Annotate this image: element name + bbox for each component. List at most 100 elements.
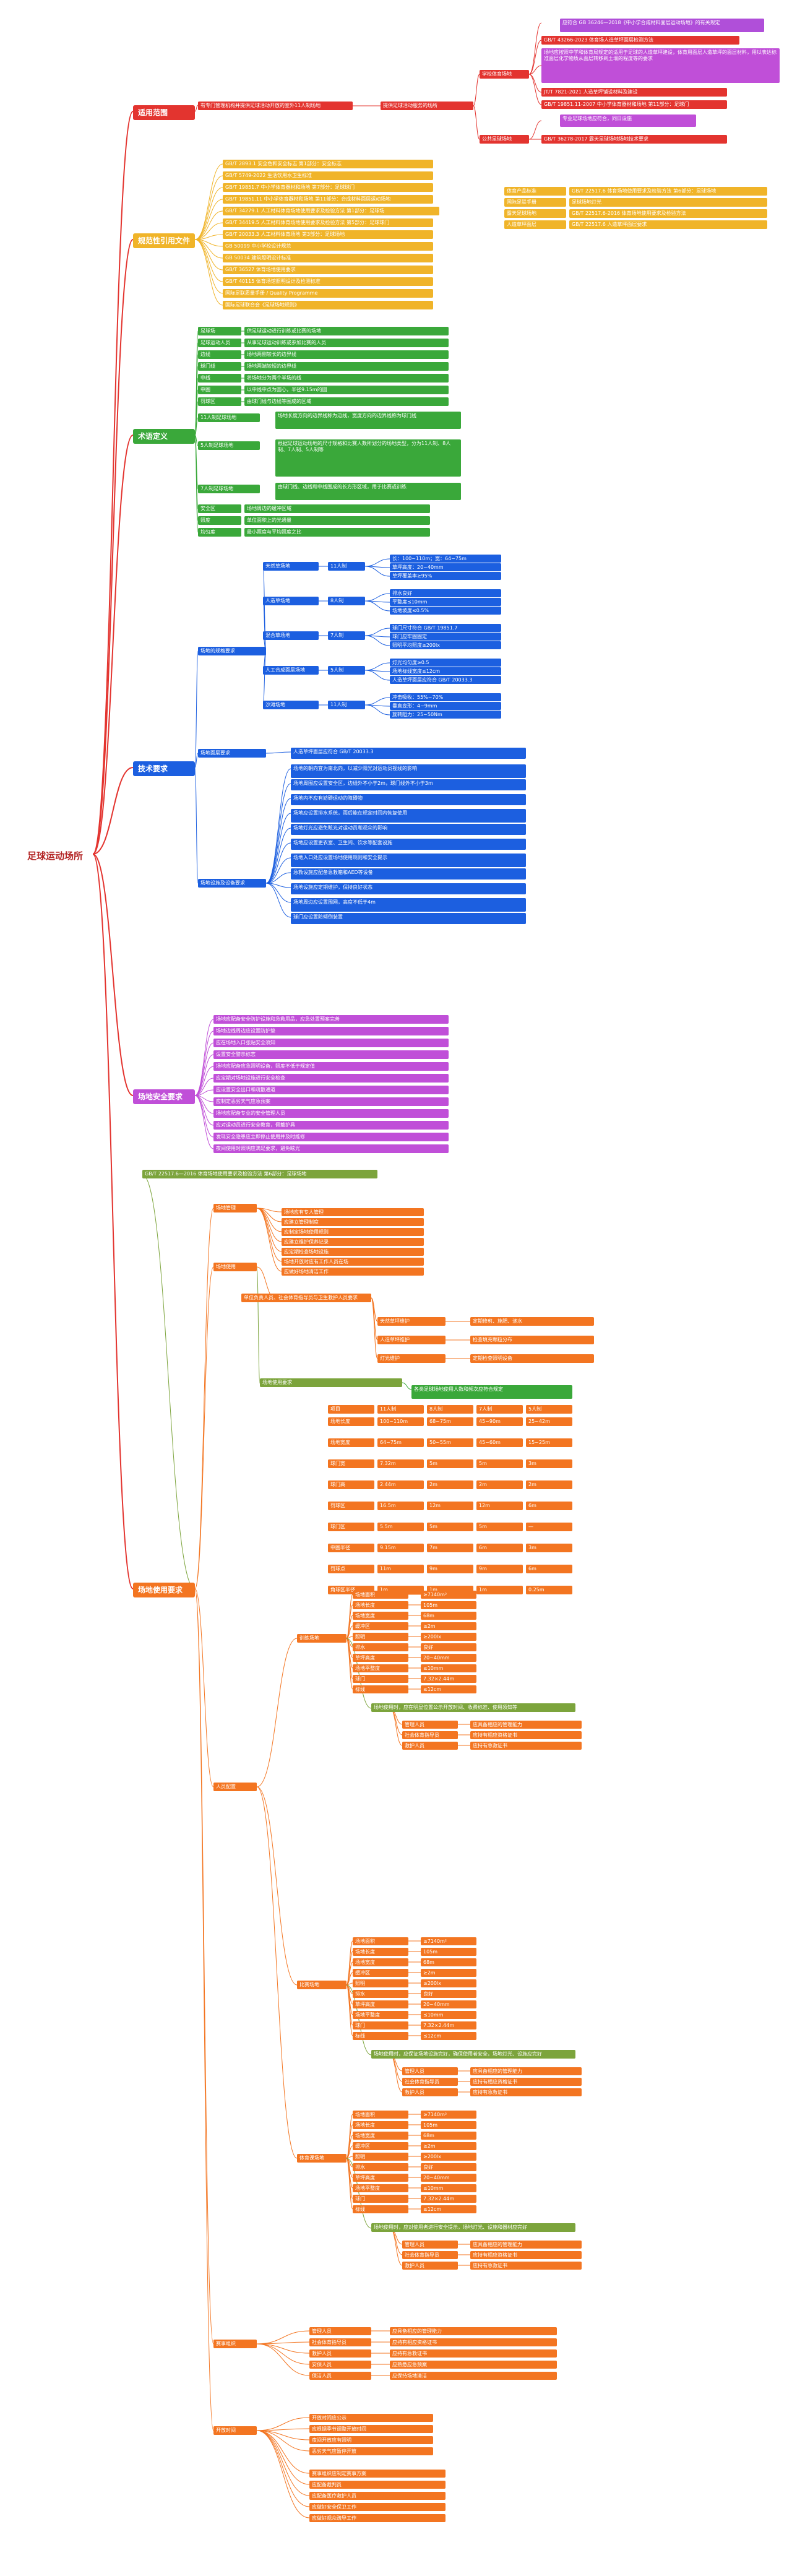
usage-table-cell[interactable]: 中圈半径: [328, 1544, 374, 1552]
usage-mgmt[interactable]: 场地开放时应有工作人员在场: [282, 1258, 424, 1266]
usage-staff[interactable]: 救护人员: [402, 2262, 458, 2270]
reference-side-item[interactable]: 国际足联手册: [504, 198, 566, 207]
scope-item[interactable]: 学校体育场地: [480, 70, 529, 79]
usage-table-head[interactable]: 项目: [328, 1405, 374, 1414]
tech-note[interactable]: 场地内不应有妨碍运动的障碍物: [291, 794, 526, 805]
scope-item[interactable]: 提供足球活动服务的场所: [381, 102, 473, 110]
usage-section[interactable]: 开放时间: [213, 2426, 257, 2435]
term-name[interactable]: 均匀度: [198, 528, 241, 537]
scope-item[interactable]: GB/T 19851.11-2007 中小学体育器材和场地 第11部分：足球门: [541, 100, 727, 109]
usage-facility-value[interactable]: ≥7140m²: [421, 1591, 476, 1599]
usage-green-note[interactable]: 场地使用时，应在明显位置公示开放时间、收费标准、使用须知等: [371, 1703, 575, 1712]
usage-table-cell[interactable]: 场地长度: [328, 1417, 374, 1426]
usage-table-head[interactable]: 7人制: [476, 1405, 523, 1414]
usage-facility-value[interactable]: ≥7140m²: [421, 2111, 476, 2119]
usage-table-cell[interactable]: 1m: [476, 1586, 523, 1594]
usage-table-cell[interactable]: 球门区: [328, 1523, 374, 1531]
tech-item[interactable]: 排水良好: [390, 589, 501, 597]
usage-facility-item[interactable]: 缓冲区: [353, 2142, 408, 2150]
reference-item[interactable]: GB/T 20033.3 人工材料体育场地 第3部分：足球场地: [223, 230, 433, 239]
term-name[interactable]: 足球运动人员: [198, 339, 241, 347]
usage-facility-item[interactable]: 草坪高度: [353, 1654, 408, 1662]
reference-item[interactable]: GB/T 5749-2022 生活饮用水卫生标准: [223, 171, 433, 180]
term-name[interactable]: 5人制足球场地: [198, 441, 260, 450]
usage-facility-value[interactable]: 7.32×2.44m: [421, 1675, 476, 1683]
usage-staff-note[interactable]: 应持有相应资格证书: [470, 2251, 582, 2259]
usage-table-cell[interactable]: 6m: [476, 1544, 523, 1552]
usage-section[interactable]: 场地使用: [213, 1263, 257, 1271]
usage-staff[interactable]: 社会体育指导员: [309, 2338, 371, 2346]
reference-item[interactable]: GB/T 36527 体育场地使用要求: [223, 266, 433, 274]
usage-table-cell[interactable]: 9m: [476, 1565, 523, 1573]
usage-facility-item[interactable]: 标线: [353, 2032, 408, 2040]
usage-table-cell[interactable]: 5m: [476, 1459, 523, 1468]
usage-facility-item[interactable]: 场地面积: [353, 1937, 408, 1945]
tech-size[interactable]: 5人制: [328, 666, 365, 675]
usage-facility-item[interactable]: 排水: [353, 1643, 408, 1651]
term-definition[interactable]: 最小照度与平均照度之比: [244, 528, 430, 537]
usage-staff[interactable]: 管理人员: [402, 2241, 458, 2249]
safety-item[interactable]: 设置安全警示标志: [213, 1050, 449, 1059]
reference-side-item[interactable]: 露天足球场地: [504, 209, 566, 218]
reference-side-item[interactable]: GB/T 22517.6 体育场地使用要求及检验方法 第6部分：足球场地: [569, 187, 767, 196]
usage-facility-value[interactable]: ≤12cm: [421, 2032, 476, 2040]
usage-event[interactable]: 应做好安全保卫工作: [309, 2503, 446, 2511]
term-name[interactable]: 中圈: [198, 386, 241, 394]
usage-table-cell[interactable]: 12m: [427, 1502, 473, 1510]
usage-facility-item[interactable]: 场地宽度: [353, 1958, 408, 1966]
usage-open[interactable]: 恶劣天气应暂停开放: [309, 2447, 433, 2455]
usage-green-note[interactable]: 场地使用时，应对使用者进行安全提示，场地灯光、设施和器材应完好: [371, 2223, 575, 2232]
root-topic[interactable]: 足球运动场所: [27, 850, 84, 862]
usage-event[interactable]: 应做好观众疏导工作: [309, 2514, 446, 2522]
usage-side[interactable]: 单位负责人员、社会体育指导员与卫生救护人员要求: [241, 1294, 371, 1302]
usage-mgmt[interactable]: 应建立维护保养记录: [282, 1238, 424, 1246]
tech-note[interactable]: 场地入口处应设置场地使用规则和安全提示: [291, 854, 526, 867]
branch-terms[interactable]: 术语定义: [133, 429, 195, 444]
usage-facility-value[interactable]: 68m: [421, 1958, 476, 1966]
usage-event[interactable]: 赛事组织应制定赛事方案: [309, 2470, 446, 2478]
reference-item[interactable]: GB/T 19851.11 中小学体育器材和场地 第11部分：合成材料面层运动场…: [223, 195, 433, 204]
tech-size[interactable]: 7人制: [328, 631, 365, 640]
usage-facility-value[interactable]: ≥200lx: [421, 2153, 476, 2161]
usage-measure-note[interactable]: 检查填充颗粒分布: [470, 1336, 594, 1344]
usage-staff[interactable]: 救护人员: [402, 1742, 458, 1750]
usage-staff-note[interactable]: 应持有急救证书: [470, 1742, 582, 1750]
usage-table-cell[interactable]: 7m: [427, 1544, 473, 1552]
usage-measure[interactable]: 天然草坪维护: [377, 1317, 446, 1326]
usage-staff-note[interactable]: 应持有急救证书: [470, 2088, 582, 2096]
tech-note[interactable]: 场地灯光应避免眩光对运动员和观众的影响: [291, 824, 526, 835]
usage-table-cell[interactable]: 7.32m: [377, 1459, 424, 1468]
safety-item[interactable]: 场地应配备专业的安全管理人员: [213, 1109, 449, 1118]
term-long-definition[interactable]: 根据足球运动场地的尺寸规格和比赛人数所划分的场地类型，分为11人制、8人制、7人…: [275, 439, 461, 477]
usage-facility-value[interactable]: ≥200lx: [421, 1633, 476, 1641]
reference-item[interactable]: GB/T 34279.1 人工材料体育场地使用要求及检验方法 第1部分：足球场: [223, 207, 439, 215]
usage-staff-note[interactable]: 应具备相应的管理能力: [470, 2067, 582, 2075]
safety-item[interactable]: 应在场地入口张贴安全须知: [213, 1039, 449, 1047]
reference-item[interactable]: 国际足球联合会《足球场地规则》: [223, 301, 433, 309]
usage-staff-note[interactable]: 应持有急救证书: [390, 2349, 557, 2358]
usage-staff-note[interactable]: 应熟悉应急预案: [390, 2361, 557, 2369]
safety-item[interactable]: 发现安全隐患应立即停止使用并及时维修: [213, 1133, 449, 1141]
usage-facility-item[interactable]: 场地长度: [353, 2121, 408, 2129]
term-definition[interactable]: 单位面积上的光通量: [244, 516, 430, 525]
usage-mgmt[interactable]: 应做好场地清洁工作: [282, 1268, 424, 1276]
usage-table-head[interactable]: 8人制: [427, 1405, 473, 1414]
branch-scope[interactable]: 适用范围: [133, 105, 195, 120]
safety-item[interactable]: 场地应配备安全防护设施和急救用品，应急处置预案完善: [213, 1015, 449, 1024]
tech-item[interactable]: 场地标线宽度≤12cm: [390, 667, 501, 675]
usage-table-cell[interactable]: 5.5m: [377, 1523, 424, 1531]
usage-facility-group[interactable]: 比赛场地: [297, 1981, 346, 1989]
usage-staff[interactable]: 安保人员: [309, 2361, 371, 2369]
usage-staff[interactable]: 救护人员: [402, 2088, 458, 2096]
tech-item[interactable]: 人造草坪面层应符合 GB/T 20033.3: [390, 676, 501, 684]
usage-table-cell[interactable]: 16.5m: [377, 1502, 424, 1510]
tech-item[interactable]: 照明平均照度≥200lx: [390, 641, 501, 649]
reference-side-item[interactable]: 人造草坪面层: [504, 220, 566, 229]
usage-table-cell[interactable]: 15~25m: [526, 1438, 572, 1447]
tech-size[interactable]: 11人制: [328, 562, 365, 571]
usage-section[interactable]: 人员配置: [213, 1783, 257, 1791]
term-name[interactable]: 球门线: [198, 362, 241, 371]
usage-table-cell[interactable]: 50~55m: [427, 1438, 473, 1447]
usage-section[interactable]: 场地管理: [213, 1204, 257, 1212]
usage-facility-item[interactable]: 照明: [353, 1633, 408, 1641]
